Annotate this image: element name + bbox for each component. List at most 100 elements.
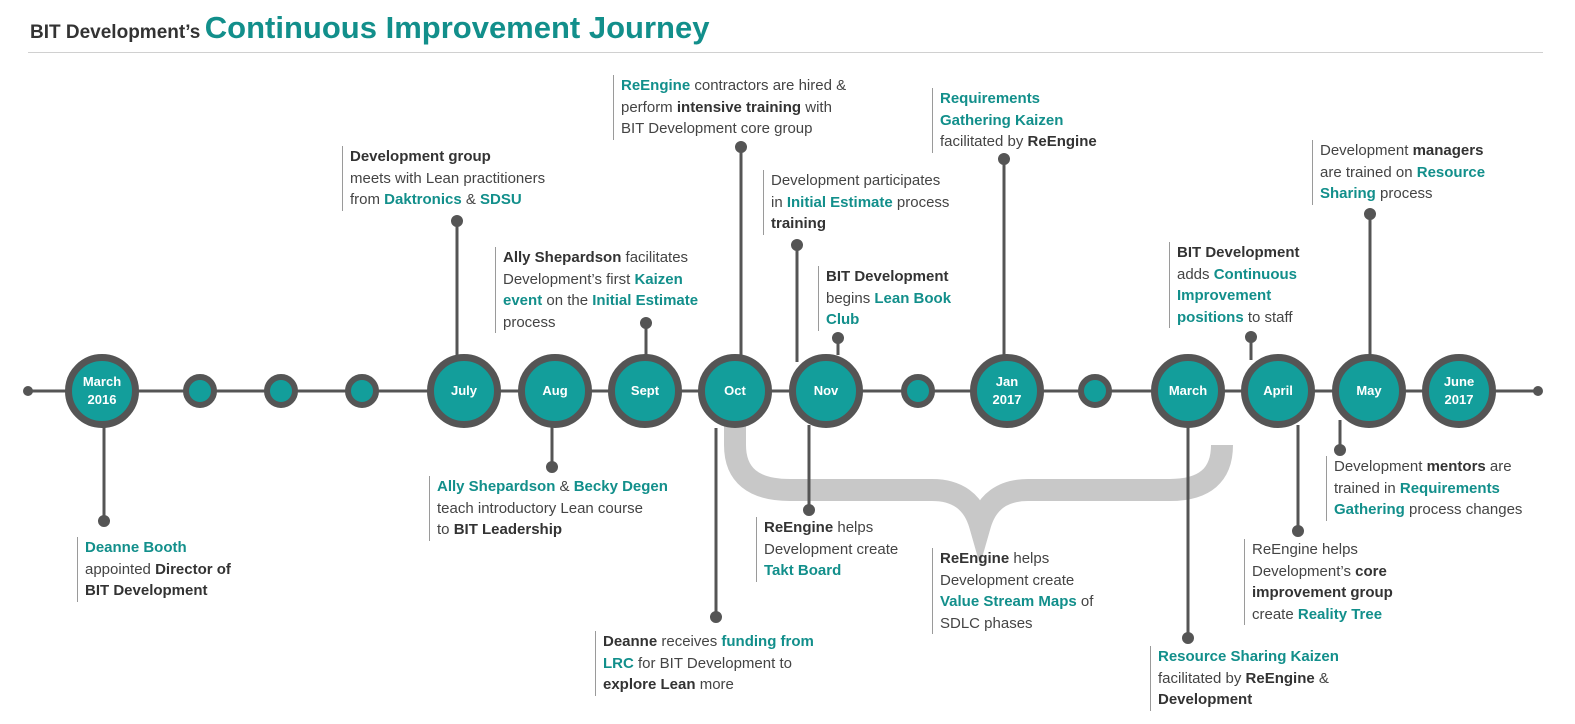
event-text: BIT Development core group: [621, 120, 813, 137]
event-text: ReEngine: [764, 519, 834, 536]
node-label: Nov: [813, 383, 839, 398]
event-text: process: [892, 193, 950, 211]
event-text: Deanne: [603, 633, 658, 650]
event-text: process: [503, 313, 556, 331]
event-lean-book-club: BIT Development begins Lean Book Club: [818, 266, 951, 331]
event-text: to: [437, 521, 454, 538]
event-text: ReEngine: [940, 550, 1010, 567]
node-july: July: [427, 354, 501, 428]
node-sept: Sept: [608, 354, 682, 428]
node-label: March: [82, 374, 122, 389]
event-text: are: [1485, 458, 1512, 475]
event-development-group-meets: Development group meets with Lean practi…: [342, 146, 545, 211]
event-text: begins: [826, 289, 875, 307]
event-text: &: [555, 478, 574, 495]
event-text: SDSU: [480, 191, 522, 208]
event-text: Development create: [764, 540, 899, 558]
node-minor-4: [901, 374, 935, 408]
event-text: Becky Degen: [573, 478, 668, 495]
event-text: to staff: [1243, 308, 1293, 326]
event-text: event: [503, 292, 543, 309]
event-text: Director of: [155, 560, 231, 578]
event-text: meets with Lean practitioners: [350, 169, 546, 187]
event-reengine-contractors-hired: ReEngine contractors are hired & perform…: [613, 75, 846, 140]
event-text: Initial Estimate: [592, 292, 699, 309]
event-text: ReEngine: [1245, 669, 1315, 687]
event-text: trained in: [1334, 479, 1400, 497]
node-nov: Nov: [789, 354, 863, 428]
event-text: SDLC phases: [940, 614, 1033, 632]
event-text: Ally Shepardson: [503, 249, 622, 266]
event-text: contractors are hired &: [690, 77, 847, 94]
event-text: Development: [1158, 691, 1253, 708]
event-text: training: [771, 215, 826, 232]
event-text: appointed: [85, 560, 156, 578]
node-april: April: [1241, 354, 1315, 428]
event-text: Continuous: [1213, 265, 1298, 283]
page-title: BIT Development’s Continuous Improvement…: [30, 10, 709, 46]
event-text: of: [1076, 593, 1094, 610]
event-text: in: [771, 193, 787, 211]
event-text: Development: [1320, 142, 1413, 159]
event-text: Requirements: [1399, 479, 1500, 497]
event-takt-board: ReEngine helps Development create Takt B…: [756, 517, 898, 582]
node-label: Sept: [630, 383, 660, 398]
node-label: Oct: [724, 383, 746, 398]
event-text: for BIT Development to: [633, 654, 792, 672]
event-text: create: [1252, 605, 1298, 623]
title-main: Continuous Improvement Journey: [204, 10, 710, 45]
event-first-kaizen: Ally Shepardson facilitates Development’…: [495, 247, 698, 333]
event-text: perform: [621, 98, 677, 116]
event-text: explore Lean: [603, 676, 696, 693]
event-text: managers: [1412, 142, 1484, 159]
event-text: BIT Development: [1177, 244, 1300, 261]
event-text: Improvement: [1177, 287, 1272, 304]
axis-end-dot: [1533, 386, 1543, 396]
event-text: core: [1355, 562, 1387, 580]
node-label: March: [1168, 383, 1208, 398]
event-text: Daktronics: [384, 191, 462, 208]
event-text: Club: [826, 311, 860, 328]
axis-start-dot: [23, 386, 33, 396]
event-text: Ally Shepardson: [437, 478, 556, 495]
node-may: May: [1332, 354, 1406, 428]
title-prefix: BIT Development’s: [30, 22, 201, 43]
event-initial-estimate-training: Development participates in Initial Esti…: [763, 170, 949, 235]
event-text: are trained on: [1320, 163, 1417, 181]
event-text: Takt Board: [764, 562, 842, 579]
event-text: Requirements: [940, 90, 1041, 107]
event-text: Development create: [940, 571, 1075, 589]
node-minor-3: [345, 374, 379, 408]
event-text: Deanne Booth: [85, 539, 187, 556]
event-text: facilitated by: [1158, 669, 1246, 687]
event-text: Lean Book: [874, 289, 952, 307]
event-text: process changes: [1404, 501, 1523, 518]
event-text: teach introductory Lean course: [437, 499, 643, 517]
event-text: BIT Development: [85, 582, 208, 599]
node-minor-2: [264, 374, 298, 408]
event-deanne-booth-appointed: Deanne Booth appointed Director of BIT D…: [77, 537, 231, 602]
event-text: ReEngine: [621, 77, 691, 94]
event-text: Development participates: [771, 172, 941, 189]
event-text: Sharing: [1320, 185, 1376, 202]
event-text: facilitated by: [940, 133, 1028, 150]
event-resource-sharing-kaizen: Resource Sharing Kaizen facilitated by R…: [1150, 646, 1339, 711]
event-text: Development group: [350, 148, 491, 165]
event-text: helps: [833, 519, 874, 536]
event-text: Development’s: [1252, 562, 1356, 580]
event-intro-lean-course: Ally Shepardson & Becky Degen teach intr…: [429, 476, 668, 541]
event-value-stream-maps: ReEngine helps Development create Value …: [932, 548, 1093, 634]
node-minor-5: [1078, 374, 1112, 408]
node-aug: Aug: [518, 354, 592, 428]
node-year: 2017: [1444, 392, 1474, 407]
event-text: receives: [657, 633, 722, 650]
event-text: Value Stream Maps: [940, 593, 1077, 610]
event-text: from: [350, 191, 385, 208]
event-text: positions: [1177, 308, 1244, 326]
event-text: &: [461, 191, 481, 208]
event-lrc-funding: Deanne receives funding from LRC for BIT…: [595, 631, 814, 696]
event-text: Kaizen: [634, 270, 683, 288]
event-text: with: [801, 98, 832, 116]
